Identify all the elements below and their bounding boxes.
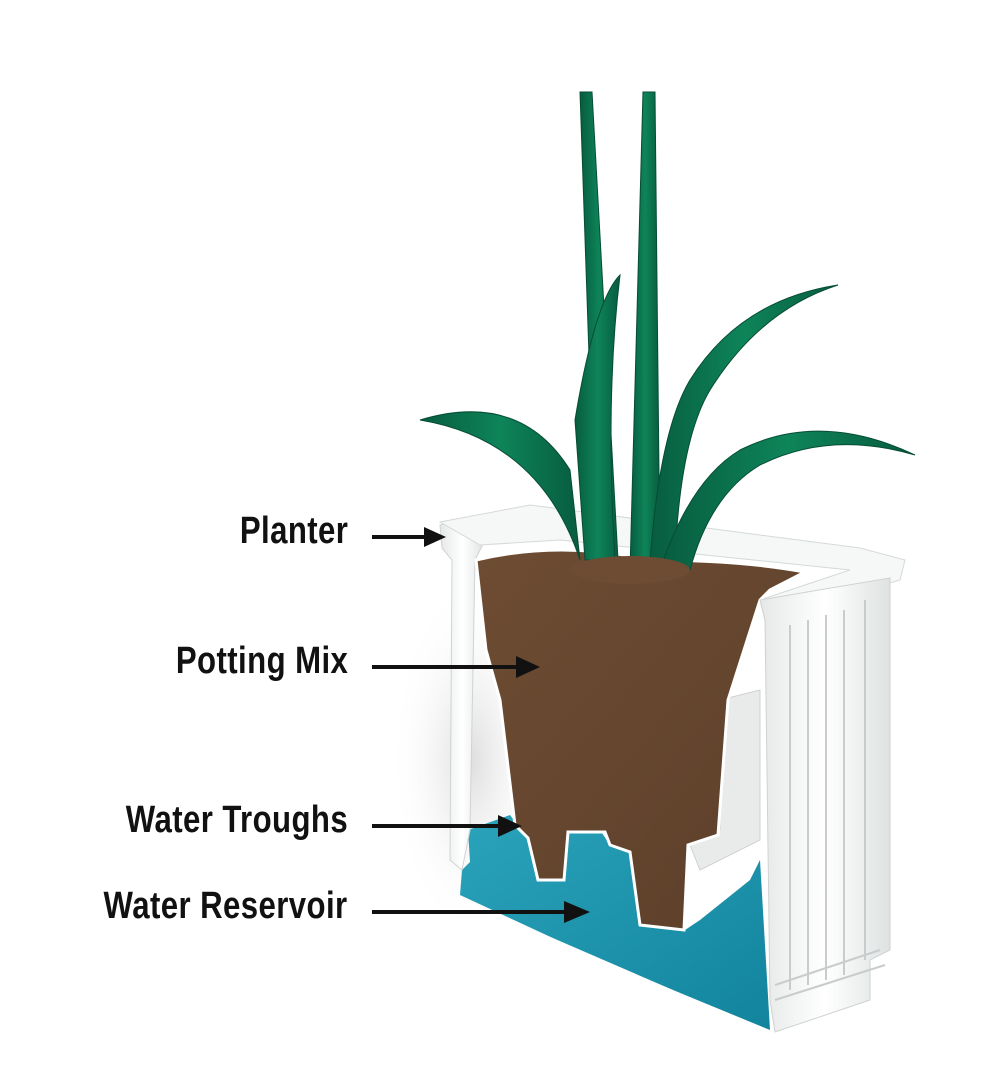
arrows [372,527,590,923]
planter-inner-wall [689,689,761,871]
label-water-reservoir: Water Reservoir [104,885,348,927]
plant-leaves [419,91,916,571]
water-reservoir-shape [460,815,770,1030]
label-planter: Planter [239,510,348,552]
soil-mound [570,556,690,584]
potting-mix-shape [474,548,810,932]
label-water-troughs: Water Troughs [125,799,348,841]
label-potting-mix: Potting Mix [175,640,348,682]
